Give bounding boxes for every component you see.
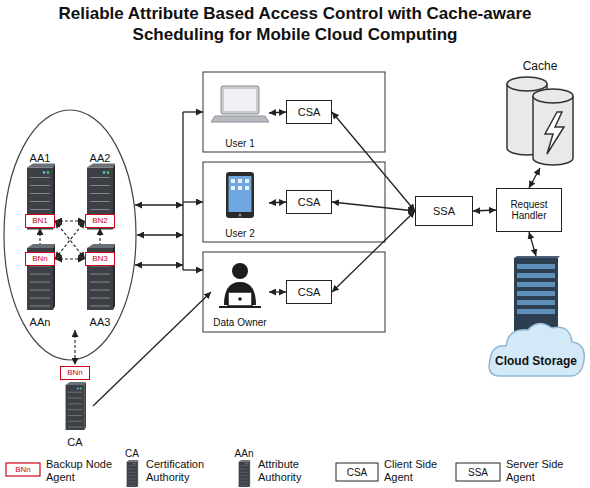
- node-label: CSA: [298, 286, 321, 299]
- server-sample: [239, 460, 250, 487]
- legend-sample-label: BNn: [15, 465, 31, 474]
- connector-arrow: [332, 211, 415, 292]
- node-label: Cloud Storage: [495, 355, 577, 369]
- connector-arrow: [269, 291, 286, 292]
- node-label: AAn: [30, 316, 51, 329]
- legend-text: Backup Node Agent: [46, 458, 118, 484]
- backup-sync-link: [55, 220, 85, 221]
- attribute-authority-server: AA2BN2: [82, 148, 118, 230]
- certification-authority-server: CA BNn: [57, 366, 93, 446]
- certification-authority-server-icon: [62, 382, 88, 430]
- attribute-authority-server: AAn BNn: [22, 244, 58, 326]
- node-label: Request Handler: [500, 199, 558, 222]
- node-label: SSA: [433, 205, 455, 218]
- backup-node-sample: [6, 463, 40, 476]
- node-label: BN2: [92, 216, 108, 225]
- backup-node-box: BN3: [85, 252, 115, 266]
- legend-sample-label: CSA: [347, 467, 368, 478]
- legend-text: Certification Authority: [146, 458, 218, 484]
- server-sample: [127, 460, 138, 487]
- bus-arrows: [135, 112, 203, 270]
- node-label: BN3: [92, 254, 108, 263]
- connector-arrow: [473, 210, 496, 211]
- cache-store-icon: [503, 74, 577, 168]
- node-label: User 1: [225, 138, 254, 150]
- attribute-authority-server: AA3 BN3: [82, 244, 118, 326]
- backup-node-box: BNn: [60, 366, 90, 380]
- backup-node-box: BN2: [85, 214, 115, 228]
- connector-arrow: [529, 232, 536, 256]
- node-label: BN1: [32, 216, 48, 225]
- user-device-icon: [211, 80, 269, 132]
- server-agent-box: SSA: [415, 196, 473, 226]
- node-label: BNn: [32, 254, 48, 263]
- node-label: CSA: [298, 196, 321, 209]
- user-frame: [203, 252, 385, 332]
- client-agent-box: CSA: [286, 190, 332, 214]
- user-device: User 1: [211, 80, 269, 146]
- client-agent-box: CSA: [286, 100, 332, 124]
- backup-link: [74, 330, 75, 365]
- user-device-icon: [211, 259, 269, 311]
- connector-arrow: [269, 202, 286, 203]
- user-device: User 2: [211, 170, 269, 236]
- legend-text: Attribute Authority: [258, 458, 320, 484]
- diagram-title: Reliable Attribute Based Access Control …: [45, 3, 545, 45]
- backup-node-box: BNn: [25, 252, 55, 266]
- backup-sync-link: [55, 258, 85, 259]
- user-device: Data Owner: [211, 259, 269, 325]
- cloud-storage: Cloud Storage: [486, 256, 586, 380]
- connector-arrow: [332, 202, 415, 211]
- node-label: CSA: [298, 106, 321, 119]
- client-agent-box: CSA: [286, 280, 332, 304]
- node-label: AA1: [30, 152, 51, 165]
- request-handler-box: Request Handler: [496, 188, 562, 232]
- backup-node-box: BN1: [25, 214, 55, 228]
- node-label: Data Owner: [213, 317, 266, 329]
- connector-arrow: [529, 168, 540, 188]
- backup-sync-link: [55, 221, 85, 259]
- connector-arrow: [332, 112, 415, 211]
- legend-text: Server Side Agent: [506, 458, 582, 484]
- authority-group-outline: [4, 110, 136, 360]
- node-label: Cache: [523, 60, 558, 74]
- node-label: CA: [67, 436, 82, 449]
- legend-sample-label: CA: [125, 448, 139, 459]
- agent-box-sample: [336, 463, 378, 481]
- connector-arrow: [269, 112, 286, 113]
- legend-sample-label: SSA: [468, 467, 488, 478]
- attribute-authority-server: AA1BN1: [22, 148, 58, 230]
- legend-text: Client Side Agent: [384, 458, 446, 484]
- node-label: AA3: [90, 316, 111, 329]
- user-frame: [203, 162, 385, 242]
- node-label: BNn: [67, 368, 83, 377]
- agent-box-sample: [456, 463, 500, 481]
- user-device-icon: [211, 170, 269, 222]
- legend-sample-label: AAn: [235, 448, 254, 459]
- user-frame: [203, 72, 385, 152]
- node-label: AA2: [90, 152, 111, 165]
- backup-sync-link: [55, 221, 85, 259]
- node-label: User 2: [225, 228, 254, 240]
- cache-store: Cache: [503, 56, 577, 168]
